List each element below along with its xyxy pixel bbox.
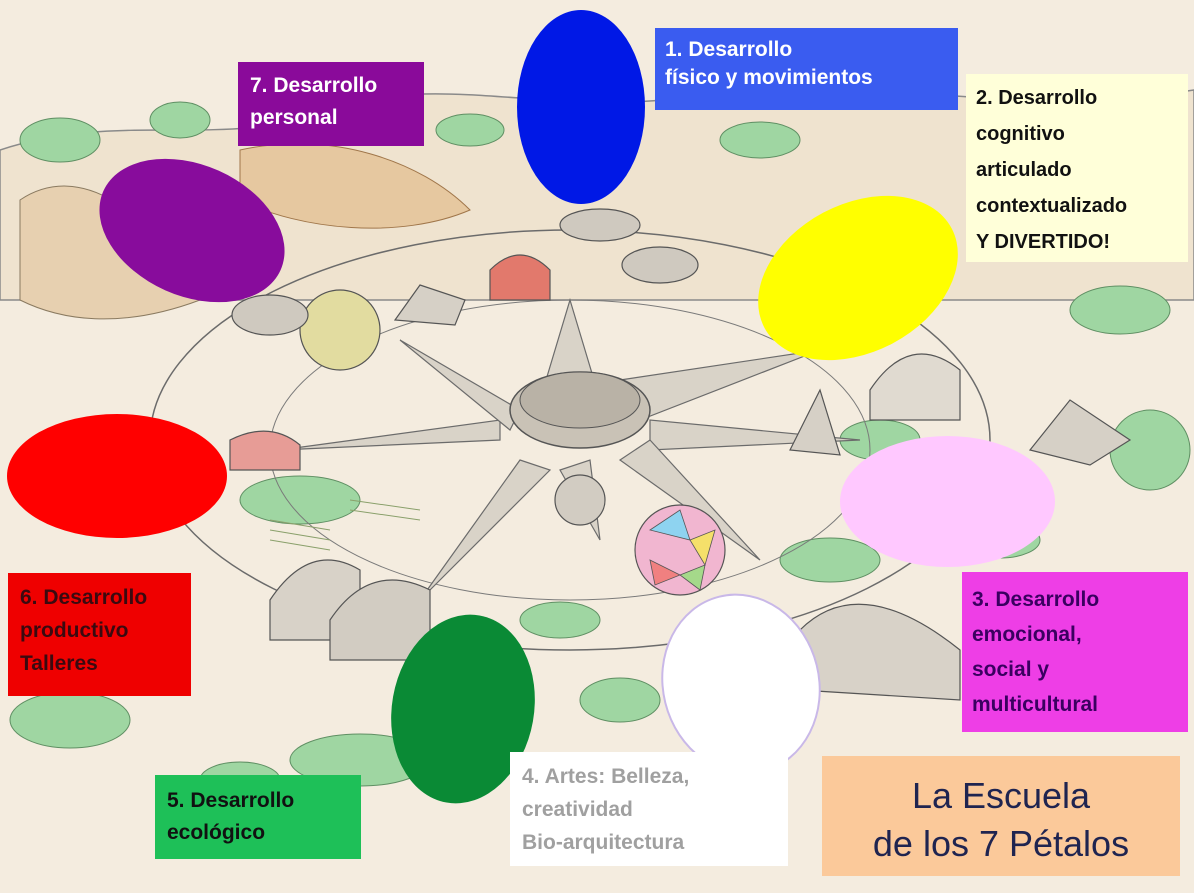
petal-3-pink xyxy=(840,436,1055,567)
petal-4-label: 4. Artes: Belleza, creatividad Bio-arqui… xyxy=(510,752,788,866)
petal-3-label: 3. Desarrollo emocional, social y multic… xyxy=(962,572,1188,732)
petal-1-blue xyxy=(517,10,645,204)
petal-6-red xyxy=(7,414,227,538)
petal-2-label: 2. Desarrollo cognitivo articulado conte… xyxy=(966,74,1188,262)
petal-6-label: 6. Desarrollo productivo Talleres xyxy=(8,573,191,696)
petal-7-label: 7. Desarrollo personal xyxy=(238,62,424,146)
petal-5-label: 5. Desarrollo ecológico xyxy=(155,775,361,859)
petal-1-label: 1. Desarrollo físico y movimientos xyxy=(655,28,958,110)
diagram-title: La Escuela de los 7 Pétalos xyxy=(822,756,1180,876)
